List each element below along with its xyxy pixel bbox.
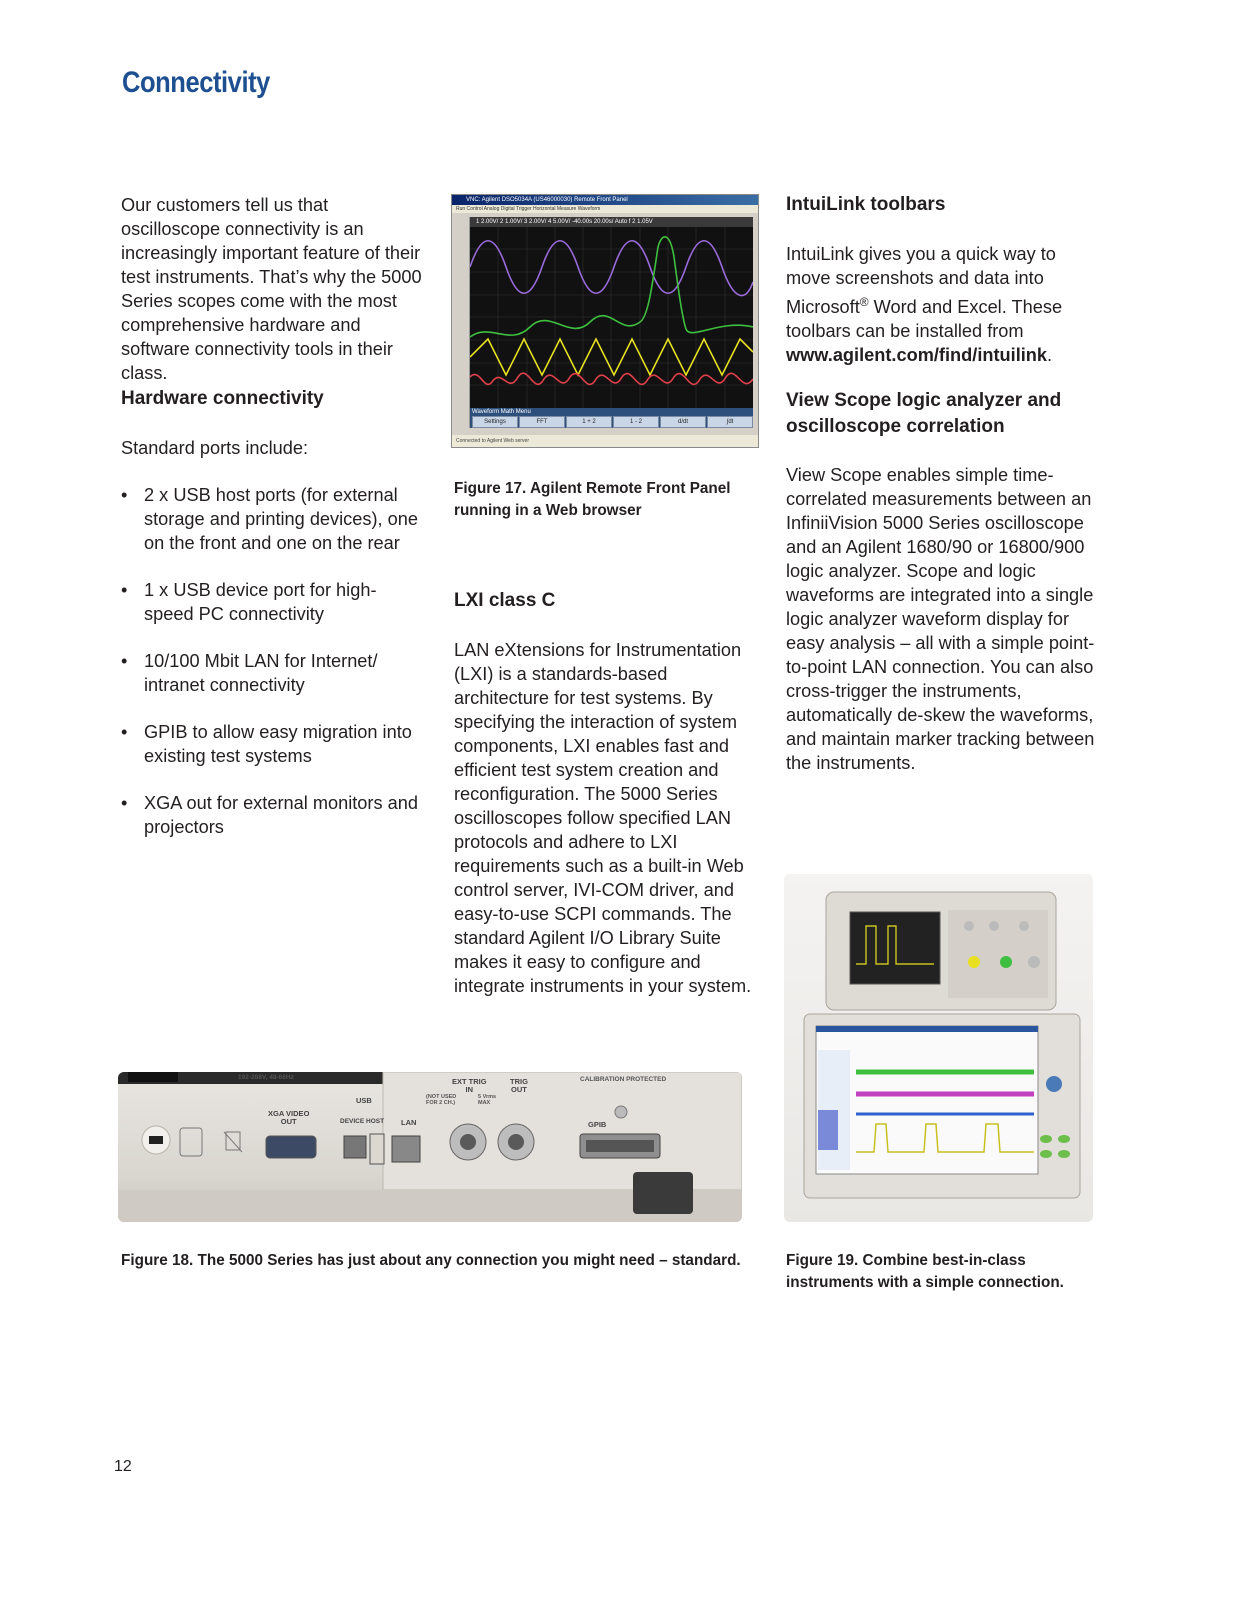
channel-3-trace [470,337,753,377]
viewscope-paragraph: View Scope enables simple time-correlate… [786,465,1095,773]
page-title: Connectivity [122,66,270,99]
scope-left-panel [452,217,470,428]
figure-19-caption: Figure 19. Combine best-in-class instrum… [786,1252,1064,1291]
figure-18-caption: Figure 18. The 5000 Series has just abou… [121,1252,741,1269]
calibration-label: CALIBRATION PROTECTED [580,1076,667,1083]
hardware-heading: Hardware connectivity [121,388,324,409]
lxi-paragraph: LAN eXtensions for Instrumentation (LXI)… [454,640,752,996]
viewscope-heading: View Scope logic analyzer and oscillosco… [786,390,1062,437]
hardware-lead: Standard ports include: [121,438,309,458]
list-item: GPIB to allow easy migration into existi… [121,720,426,768]
instruments-photo [784,874,1093,1222]
list-item: 10/100 Mbit LAN for Internet/ intranet c… [121,649,426,697]
figure-17-caption: Figure 17. Agilent Remote Front Panel ru… [454,480,731,519]
softkey-fft[interactable]: FFT [519,416,565,428]
softkey-add[interactable]: 1 + 2 [566,416,612,428]
list-item: 2 x USB host ports (for external storage… [121,483,426,555]
channel-2-trace [470,236,753,338]
scope-screen: 1 2.00V/ 2 1.00V/ 3 2.00V/ 4 5.00V/ -40.… [470,217,753,408]
remote-front-panel-screenshot: VNC: Agilent DSO5034A (US46000030) Remot… [451,194,759,448]
page-number: 12 [114,1458,132,1475]
waveform-display [470,227,753,408]
not-used-label: (NOT USED FOR 2 CH.) [426,1094,457,1106]
usb-label: USB [356,1096,372,1105]
gpib-label: GPIB [588,1120,607,1129]
window-menubar: Run Control Analog Digital Trigger Horiz… [452,205,758,213]
softkey-derivative[interactable]: d/dt [660,416,706,428]
list-item: XGA out for external monitors and projec… [121,791,426,839]
softkey-settings[interactable]: Settings [472,416,518,428]
ports-list: 2 x USB host ports (for external storage… [121,483,426,862]
softkey-subtract[interactable]: 1 - 2 [613,416,659,428]
rear-panel-photo: 192-288V, 48-66Hz XGA VIDEO OUT USB DEVI… [118,1072,742,1222]
window-titlebar: VNC: Agilent DSO5034A (US46000030) Remot… [452,195,758,205]
intro-paragraph: Our customers tell us that oscilloscope … [121,195,422,383]
trig-out-label: TRIG OUT [510,1077,528,1094]
softkey-menu-title: Waveform Math Menu [472,409,531,415]
voltage-label: 192-288V, 48-66Hz [238,1074,294,1081]
channel-1-trace [470,239,753,297]
channel-4-trace [470,372,753,386]
window-statusbar: Connected to Agilent Web server [452,435,758,447]
softkey-row: Waveform Math Menu Settings FFT 1 + 2 1 … [470,408,753,428]
ext-trig-label: EXT TRIG IN [452,1077,487,1094]
lan-label: LAN [401,1118,417,1127]
softkey-integral[interactable]: ∫dt [707,416,753,428]
intuilink-url[interactable]: www.agilent.com/find/intuilink [786,345,1048,366]
lxi-heading: LXI class C [454,590,556,611]
list-item: 1 x USB device port for high-speed PC co… [121,578,426,626]
device-host-label: DEVICE HOST [340,1118,385,1125]
xga-label: XGA VIDEO OUT [268,1109,310,1126]
max-label: 5 Vrms MAX [478,1094,497,1106]
intuilink-heading: IntuiLink toolbars [786,194,946,215]
scale-readout: 1 2.00V/ 2 1.00V/ 3 2.00V/ 4 5.00V/ -40.… [470,217,753,227]
intuilink-paragraph: IntuiLink gives you a quick way to move … [786,244,1063,366]
